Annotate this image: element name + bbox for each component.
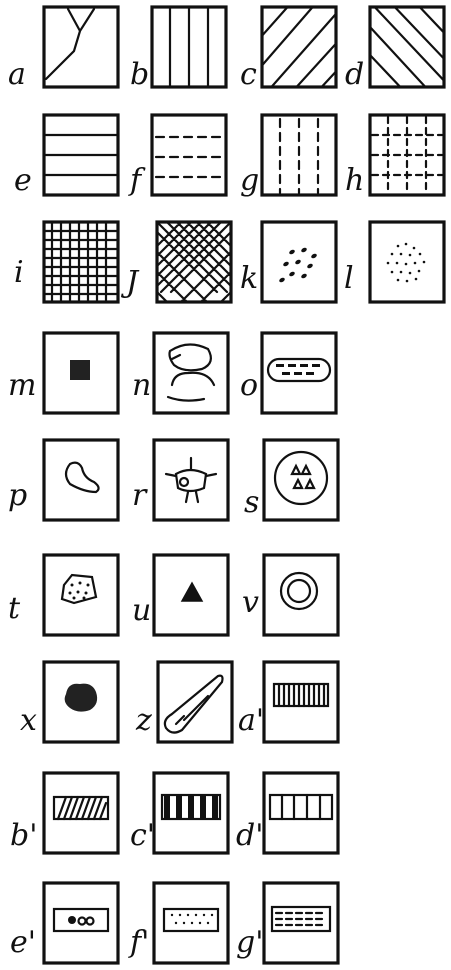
- legend-cell-a-prime: a': [238, 662, 338, 742]
- cell-label-u: u: [132, 593, 151, 628]
- legend-cell-c-prime: c': [130, 773, 228, 853]
- cell-label-o: o: [240, 368, 258, 403]
- legend-cell-x: x: [20, 662, 118, 742]
- cell-label-f-prime: f': [128, 925, 149, 960]
- symbol-box-l: [370, 222, 444, 302]
- symbol-box-a: [44, 7, 118, 87]
- cell-label-e: e: [14, 163, 32, 198]
- legend-cell-b-prime: b': [10, 773, 118, 853]
- cell-label-d: d: [345, 57, 364, 92]
- legend-cell-o: o: [240, 333, 336, 413]
- cell-label-k: k: [240, 261, 258, 296]
- symbol-box-d-prime: [264, 773, 338, 853]
- legend-cell-e-prime: e': [10, 883, 118, 963]
- cell-label-n: n: [132, 368, 151, 403]
- legend-cell-s: s: [244, 440, 338, 520]
- cell-label-c: c: [240, 57, 257, 92]
- cell-label-b-prime: b': [10, 818, 37, 853]
- cell-label-i: i: [14, 255, 24, 290]
- cell-label-a-prime: a': [238, 703, 264, 738]
- dark-rock-symbol: [65, 684, 97, 712]
- symbol-box-p: [44, 440, 118, 520]
- legend-cell-e: e: [14, 115, 118, 198]
- cell-label-c-prime: c': [130, 818, 155, 853]
- symbol-box-a-prime: [264, 662, 338, 742]
- cell-label-l: l: [344, 261, 354, 296]
- cell-label-a: a: [8, 57, 26, 92]
- cell-label-p: p: [8, 478, 27, 513]
- cell-label-t: t: [8, 591, 21, 626]
- legend-cell-k: k: [240, 222, 336, 302]
- cell-label-J: J: [120, 265, 140, 300]
- legend-cell-u: u: [132, 555, 228, 635]
- cell-label-g-prime: g': [236, 925, 263, 960]
- dark-blot-symbol: [70, 360, 90, 380]
- legend-cell-z: z: [135, 662, 232, 742]
- symbol-box-r: [154, 440, 228, 520]
- symbol-box-c: [262, 7, 336, 87]
- cell-label-x: x: [20, 703, 37, 738]
- legend-cell-f: f: [128, 115, 226, 198]
- cell-label-h: h: [345, 163, 364, 198]
- symbol-box-g-prime: [264, 883, 338, 963]
- cell-label-m: m: [8, 368, 36, 403]
- legend-cell-t: t: [8, 555, 118, 635]
- cell-label-e-prime: e': [10, 925, 36, 960]
- legend-cell-l: l: [344, 222, 444, 302]
- legend-cell-p: p: [8, 440, 118, 520]
- cell-label-f: f: [128, 163, 146, 198]
- legend-cell-d-prime: d': [236, 773, 338, 853]
- legend-cell-i: i: [14, 222, 118, 302]
- legend-cell-g-prime: g': [236, 883, 338, 963]
- legend-cell-d: d: [345, 2, 450, 92]
- legend-cell-r: r: [132, 440, 228, 520]
- legend-cell-n: n: [132, 333, 228, 413]
- cell-label-s: s: [244, 485, 259, 520]
- legend-cell-m: m: [8, 333, 118, 413]
- symbol-box-v: [264, 555, 338, 635]
- legend-cell-b: b: [130, 7, 226, 92]
- legend-cell-g: g: [240, 115, 336, 198]
- cell-label-z: z: [135, 703, 152, 738]
- legend-cell-h: h: [345, 115, 444, 198]
- symbol-box-t: [44, 555, 118, 635]
- cell-label-r: r: [132, 478, 148, 513]
- cell-label-b: b: [130, 57, 149, 92]
- cell-label-g: g: [240, 163, 259, 198]
- legend-cell-c: c: [240, 2, 342, 92]
- legend-cell-f-prime: f': [128, 883, 228, 963]
- symbol-box-f: [152, 115, 226, 195]
- cell-label-v: v: [242, 585, 259, 620]
- legend-cell-a: a: [8, 7, 118, 92]
- cell-label-d-prime: d': [236, 818, 263, 853]
- legend-cell-v: v: [242, 555, 338, 635]
